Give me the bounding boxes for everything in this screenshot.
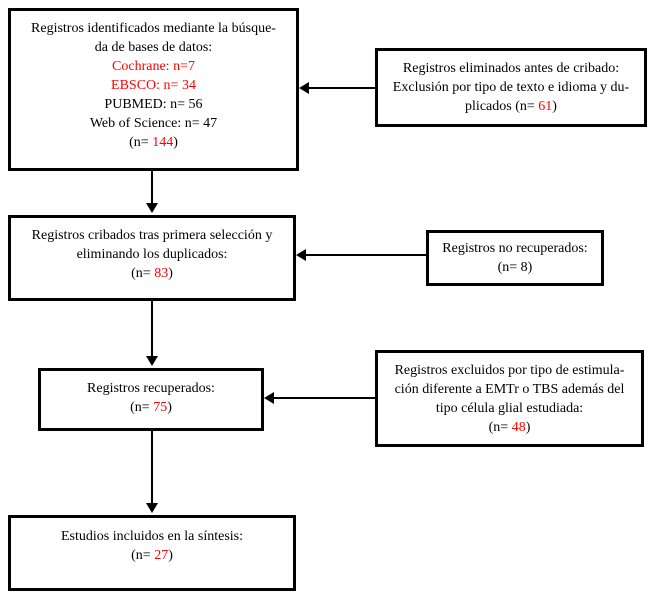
count-value: 27 bbox=[154, 548, 169, 563]
arrowhead-left-icon bbox=[296, 249, 306, 261]
count-suffix: ) bbox=[525, 420, 531, 435]
count-prefix: (n= bbox=[488, 420, 512, 435]
arrow-line bbox=[151, 431, 153, 505]
arrowhead-down-icon bbox=[146, 203, 158, 213]
count-suffix: ) bbox=[168, 266, 173, 281]
source-pubmed: PUBMED: n= 56 bbox=[104, 97, 203, 112]
box-included-studies: Estudios incluidos en la síntesis: (n= 2… bbox=[8, 515, 296, 591]
arrow-line bbox=[151, 171, 153, 205]
box-retrieved-records: Registros recuperados: (n= 75) bbox=[38, 368, 264, 431]
count-prefix: plicados (n= bbox=[465, 99, 539, 114]
screened-line-2: eliminando los duplicados: bbox=[76, 247, 228, 262]
excluded-line-1: Registros excluidos por tipo de estimula… bbox=[394, 363, 625, 378]
count-prefix: (n= bbox=[130, 400, 154, 415]
count-suffix: ) bbox=[552, 99, 557, 114]
box-screened-records: Registros cribados tras primera selecció… bbox=[8, 215, 296, 301]
notretrieved-count: (n= 8) bbox=[497, 260, 533, 275]
excluded-line-3: tipo célula glial estudiada: bbox=[435, 401, 584, 416]
excluded-line-2: ción diferente a EMTr o TBS además del bbox=[394, 382, 625, 397]
box-excluded-records: Registros excluidos por tipo de estimula… bbox=[375, 350, 644, 447]
count-prefix: (n= bbox=[129, 135, 153, 150]
removed-line-1: Registros eliminados antes de cribado: bbox=[402, 61, 620, 76]
arrow-line bbox=[151, 301, 153, 358]
arrowhead-down-icon bbox=[146, 356, 158, 366]
source-cochrane: Cochrane: n=7 bbox=[112, 59, 195, 74]
screened-count: (n= 83) bbox=[11, 264, 293, 283]
identified-title-line-2: da de bases de datos: bbox=[94, 40, 213, 55]
box-identified-records: Registros identificados mediante la búsq… bbox=[8, 8, 299, 171]
identified-count: (n= 144) bbox=[11, 133, 296, 152]
retrieved-count: (n= 75) bbox=[41, 398, 261, 417]
box-not-retrieved: Registros no recuperados: (n= 8) bbox=[426, 230, 604, 286]
count-suffix: ) bbox=[168, 548, 173, 563]
count-prefix: (n= bbox=[131, 548, 155, 563]
count-suffix: ) bbox=[173, 135, 178, 150]
arrow-line bbox=[308, 87, 375, 89]
excluded-count: (n= 48) bbox=[378, 418, 641, 437]
removed-count-line: plicados (n= 61) bbox=[378, 97, 644, 116]
count-value: 75 bbox=[153, 400, 168, 415]
removed-line-2: Exclusión por tipo de texto e idioma y d… bbox=[392, 80, 630, 95]
count-value: 83 bbox=[154, 266, 169, 281]
arrowhead-down-icon bbox=[146, 503, 158, 513]
arrowhead-left-icon bbox=[264, 392, 274, 404]
arrow-line bbox=[273, 397, 375, 399]
identified-title-line-1: Registros identificados mediante la búsq… bbox=[31, 21, 276, 36]
retrieved-line-1: Registros recuperados: bbox=[87, 381, 215, 396]
arrowhead-left-icon bbox=[299, 82, 309, 94]
count-prefix: (n= bbox=[131, 266, 155, 281]
included-line-1: Estudios incluidos en la síntesis: bbox=[61, 529, 243, 544]
arrow-line bbox=[305, 254, 426, 256]
count-value: 61 bbox=[538, 99, 553, 114]
screened-line-1: Registros cribados tras primera selecció… bbox=[31, 228, 273, 243]
count-value: 144 bbox=[152, 135, 174, 150]
count-value: 48 bbox=[511, 420, 526, 435]
source-ebsco: EBSCO: n= 34 bbox=[111, 78, 196, 93]
notretrieved-line-1: Registros no recuperados: bbox=[442, 241, 588, 256]
included-count: (n= 27) bbox=[11, 546, 293, 565]
count-suffix: ) bbox=[167, 400, 172, 415]
box-removed-before-screening: Registros eliminados antes de cribado: E… bbox=[375, 48, 647, 127]
source-web-of-science: Web of Science: n= 47 bbox=[89, 116, 218, 131]
